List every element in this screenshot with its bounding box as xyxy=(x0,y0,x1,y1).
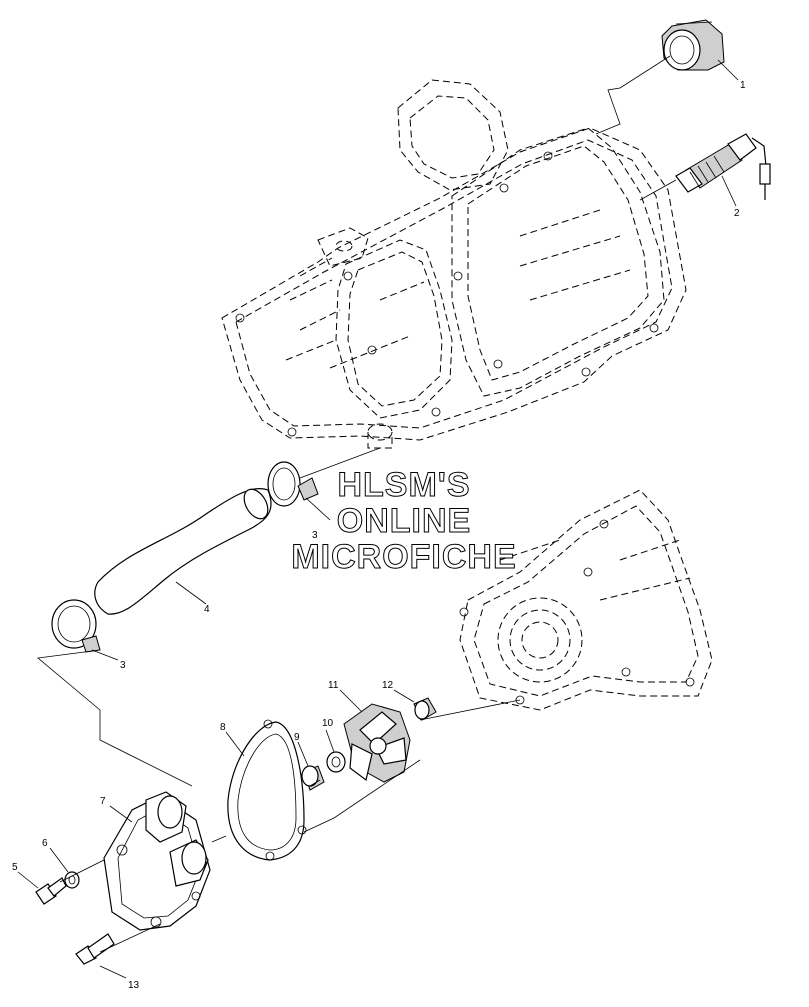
label-part-10: 10 xyxy=(322,718,334,729)
part-8-pump-gasket xyxy=(227,719,307,861)
part-3-upper-hose-clamp xyxy=(267,461,319,507)
part-10-washer xyxy=(326,751,346,773)
crankcase-outline xyxy=(459,489,713,711)
part-12-impeller-nut xyxy=(413,697,437,721)
label-part-9: 9 xyxy=(294,732,300,743)
label-part-13: 13 xyxy=(128,980,140,991)
label-part-6: 6 xyxy=(42,838,48,849)
assembly-lines xyxy=(17,55,739,979)
label-part-11: 11 xyxy=(328,680,339,691)
part-2-temperature-sensor xyxy=(675,133,771,200)
part-1-thermostat-cap xyxy=(661,19,725,71)
label-part-3-lower: 3 xyxy=(120,660,126,671)
watermark: HLSM'S ONLINE MICROFICHE xyxy=(291,466,516,577)
cylinder-head-outline xyxy=(221,79,687,449)
part-number-labels: 1 2 3 3 4 5 6 7 8 9 10 11 12 13 xyxy=(12,80,746,991)
label-part-2: 2 xyxy=(734,208,740,219)
part-7-water-pump-cover xyxy=(103,791,211,931)
watermark-line-2: ONLINE xyxy=(337,502,471,540)
watermark-line-3: MICROFICHE xyxy=(291,538,516,576)
part-6-washer xyxy=(64,871,80,889)
part-9-mechanical-seal xyxy=(301,765,325,791)
label-part-5: 5 xyxy=(12,862,18,873)
label-part-12: 12 xyxy=(382,680,394,691)
label-part-8: 8 xyxy=(220,722,226,733)
label-part-1: 1 xyxy=(740,80,746,91)
part-3-lower-hose-clamp xyxy=(51,599,101,653)
watermark-line-1: HLSM'S xyxy=(337,466,470,504)
label-part-4: 4 xyxy=(204,604,210,615)
label-part-7: 7 xyxy=(100,796,106,807)
part-13-bolt xyxy=(75,933,115,965)
part-5-bolt xyxy=(35,877,67,905)
part-4-coolant-hose xyxy=(94,488,272,615)
part-11-impeller xyxy=(343,703,411,783)
label-part-3-upper: 3 xyxy=(312,530,318,541)
